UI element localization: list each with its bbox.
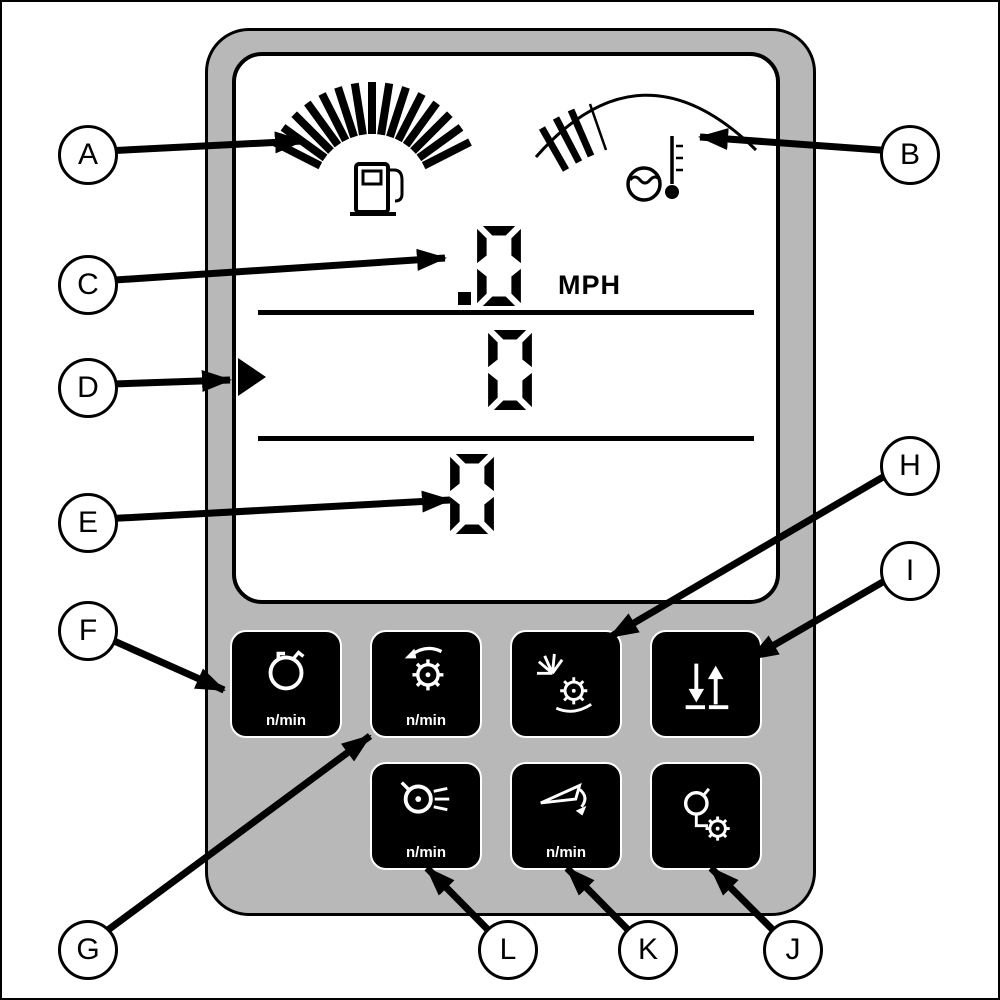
pto-speed-icon — [404, 646, 444, 691]
engine-speed-button[interactable]: n/min — [230, 630, 342, 738]
callout-c: C — [58, 255, 118, 315]
key-label: n/min — [406, 712, 446, 729]
speed-unit-label: MPH — [558, 270, 621, 300]
engine-speed-icon — [268, 650, 305, 691]
fuel-pump-icon — [350, 162, 404, 216]
display-divider-2 — [258, 436, 754, 441]
engine-gear-icon — [683, 787, 730, 841]
speed-readout — [458, 226, 521, 306]
fuel-gauge — [272, 82, 472, 216]
key-label: n/min — [406, 844, 446, 861]
threshing-drum-button[interactable] — [510, 630, 622, 738]
temperature-gauge — [534, 93, 758, 202]
callout-g: G — [58, 920, 118, 980]
callout-h: H — [880, 436, 940, 496]
raise-lower-button[interactable] — [650, 630, 762, 738]
key-label: n/min — [546, 844, 586, 861]
raise-lower-icon — [685, 663, 729, 710]
instrument-panel: MPH n/min n/min — [205, 28, 816, 916]
selection-pointer-icon — [238, 358, 266, 396]
threshing-drum-icon — [536, 653, 592, 713]
bottom-readout — [450, 454, 494, 534]
engine-gear-button[interactable] — [650, 762, 762, 870]
coolant-temperature-icon — [626, 136, 683, 202]
callout-a: A — [58, 125, 118, 185]
callout-i: I — [880, 541, 940, 601]
callout-e: E — [58, 493, 118, 553]
callout-k: K — [618, 920, 678, 980]
sieve-speed-icon — [540, 782, 587, 816]
middle-readout — [488, 330, 532, 410]
sieve-speed-button[interactable]: n/min — [510, 762, 622, 870]
display-divider-1 — [258, 310, 754, 315]
fan-speed-icon — [400, 781, 450, 814]
pto-speed-button[interactable]: n/min — [370, 630, 482, 738]
callout-b: B — [880, 125, 940, 185]
key-label: n/min — [266, 712, 306, 729]
lcd-display: MPH — [232, 52, 780, 604]
callout-l: L — [478, 920, 538, 980]
callout-d: D — [58, 358, 118, 418]
fan-speed-button[interactable]: n/min — [370, 762, 482, 870]
callout-j: J — [763, 920, 823, 980]
callout-f: F — [58, 601, 118, 661]
